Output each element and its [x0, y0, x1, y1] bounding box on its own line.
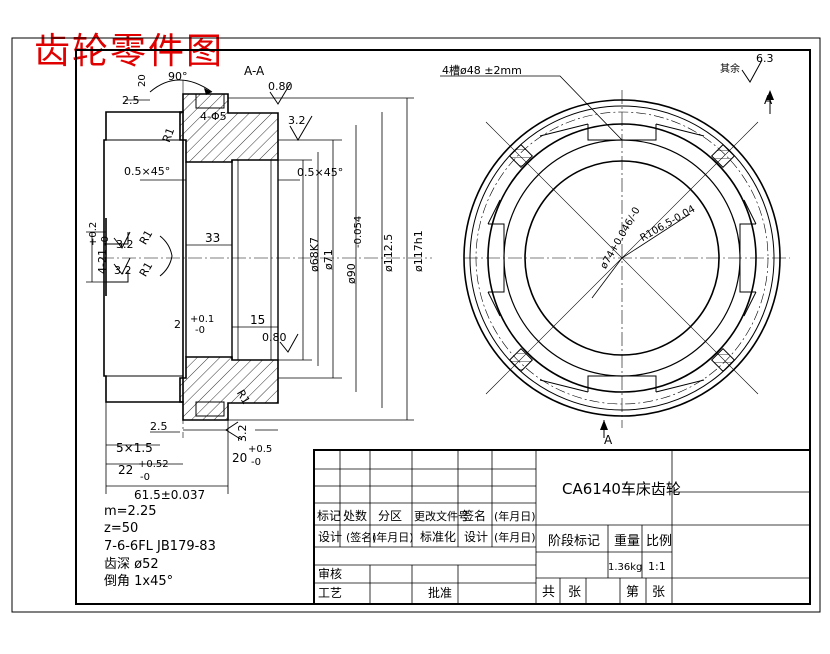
rev-h3: 更改文件号 — [414, 509, 469, 523]
rev-h0: 标记 — [317, 509, 341, 523]
rev-h1: 处数 — [343, 508, 367, 523]
radius-label: R106.5-0.04 — [639, 204, 698, 244]
bore-label: ø74+0.046/-0 — [599, 206, 643, 271]
dim-22: 22 — [118, 463, 133, 477]
corner-roughness: 6.3 — [741, 52, 774, 83]
dim-slot-depth: 20 — [137, 74, 148, 87]
dim-20-tol-plus: +0.5 — [248, 444, 272, 455]
weight-label: 重量 — [614, 533, 640, 549]
dim-r1-d: R1 — [234, 388, 253, 407]
roughness-mid: 3.2 — [288, 114, 313, 141]
dim-chamfer-left: 0.5×45° — [124, 165, 170, 178]
process-label: 工艺 — [318, 586, 342, 600]
dim-d68: ø68K7 — [308, 237, 321, 272]
section-upper — [179, 93, 279, 163]
design-c5: (年月日) — [494, 530, 536, 544]
design-c3: 标准化 — [420, 530, 456, 544]
note-chamfer: 倒角 1x45° — [104, 574, 173, 589]
dim-d90: ø90 — [345, 263, 358, 284]
dim-2: 2 — [174, 318, 181, 331]
sheet-label: 第 — [626, 585, 639, 600]
angle-label: 90° — [168, 70, 188, 83]
corner-roughness-label: 其余 — [720, 62, 740, 75]
dim-tol-minus0: -0 — [195, 325, 205, 336]
svg-text:0.80: 0.80 — [262, 331, 287, 344]
section-lower — [179, 356, 279, 421]
dim-4phi5: 4-Φ5 — [200, 110, 227, 123]
dim-r1-b: R1 — [137, 228, 156, 247]
roughness-top: 0.80 — [268, 80, 293, 105]
note-accuracy: 7-6-6FL JB179-83 — [104, 539, 216, 554]
roughness-bore: 0.80 — [262, 331, 299, 353]
note-module: m=2.25 — [104, 504, 157, 519]
dim-22-tol-plus: +0.52 — [138, 459, 169, 470]
front-view: 4槽ø48 ±2mm 其余 6.3 A A ø74+0.046/-0 R106.… — [440, 52, 790, 447]
approve-label: 批准 — [428, 585, 452, 600]
review-label: 审核 — [318, 566, 342, 581]
dim-5x15: 5×1.5 — [116, 441, 153, 455]
dim-20-tol-minus: -0 — [251, 457, 261, 468]
sheet-total: 共 — [542, 585, 555, 600]
dim-d1125: ø112.5 — [382, 234, 395, 272]
dim-15: 15 — [250, 313, 265, 327]
front-note: 4槽ø48 ±2mm — [442, 64, 522, 77]
note-teeth: z=50 — [104, 521, 138, 536]
dim-groove-width: 4-21 — [96, 249, 109, 274]
dim-tol-plus01: +0.1 — [190, 314, 214, 325]
scale-value: 1:1 — [648, 560, 666, 573]
outer-border — [11, 37, 821, 613]
rev-h2: 分区 — [378, 509, 402, 523]
title-block: CA6140车床齿轮 标记 处数 分区 更改文件号 签名 (年月日) 设计 (签… — [313, 449, 811, 605]
section-label: A-A — [244, 64, 265, 78]
design-c0: 设计 — [318, 530, 342, 544]
dim-25-top: 2.5 — [122, 94, 140, 107]
dim-d117: ø117h1 — [412, 230, 425, 272]
dim-groove-tol-minus: -0 — [100, 236, 111, 246]
design-c1: (签名) — [346, 530, 377, 544]
svg-text:3.2: 3.2 — [288, 114, 306, 127]
section-mark-b: A — [604, 433, 613, 447]
sheet-unit-a: 张 — [568, 585, 581, 600]
dim-d90-tol: -0.054 — [353, 216, 364, 248]
svg-text:3.2: 3.2 — [116, 238, 134, 251]
design-c2: (年月日) — [372, 530, 414, 544]
gear-parameters: m=2.25 z=50 7-6-6FL JB179-83 齿深 ø52 倒角 1… — [104, 504, 216, 589]
dim-615: 61.5±0.037 — [134, 488, 205, 502]
roughness-groove-b: 3.2 — [113, 257, 132, 277]
dim-d71: ø71 — [322, 249, 335, 270]
svg-text:6.3: 6.3 — [756, 52, 774, 65]
section-view: A-A 90° 20 2.5 4-Φ5 R1 0.5×45° 0.5×45° 3… — [86, 64, 432, 502]
scale-label: 比例 — [646, 534, 672, 549]
roughness-groove-a: 3.2 — [113, 231, 134, 251]
dim-25-bottom: 2.5 — [150, 420, 168, 433]
svg-text:0.80: 0.80 — [268, 80, 293, 93]
svg-text:3.2: 3.2 — [114, 264, 132, 277]
stage-label: 阶段标记 — [548, 534, 600, 549]
section-mark-a: A — [764, 93, 773, 107]
roughness-bottom: 3.2 — [225, 421, 249, 443]
dim-33: 33 — [205, 231, 220, 245]
design-c4: 设计 — [464, 530, 488, 544]
sheet-unit-b: 张 — [652, 585, 665, 600]
dim-chamfer-right: 0.5×45° — [297, 166, 343, 179]
svg-text:3.2: 3.2 — [236, 425, 249, 443]
weight-value: 1.36kg — [608, 562, 642, 573]
dim-r1-c: R1 — [137, 260, 156, 279]
dim-20: 20 — [232, 451, 247, 465]
dim-groove-tol-plus: +0.2 — [88, 222, 99, 246]
note-depth: 齿深 ø52 — [104, 557, 159, 572]
dim-22-tol-minus: -0 — [140, 472, 150, 483]
product-name: CA6140车床齿轮 — [562, 480, 681, 498]
rev-h5: (年月日) — [494, 509, 536, 523]
dim-r1-a: R1 — [160, 126, 177, 144]
rev-h4: 签名 — [462, 508, 486, 523]
